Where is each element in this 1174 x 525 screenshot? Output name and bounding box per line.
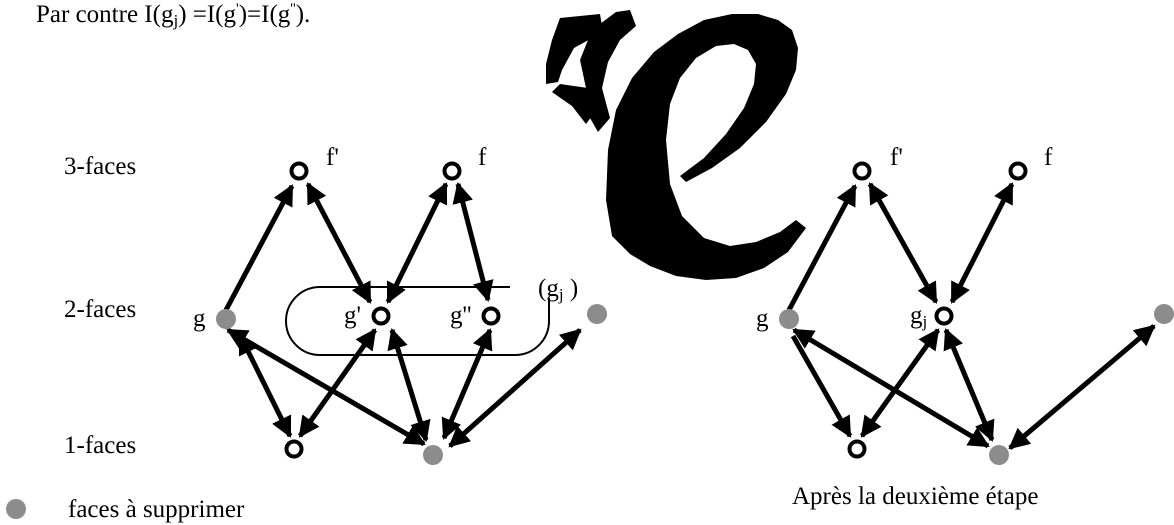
node-v1-right [850,442,865,457]
legend-gray-dot [6,499,26,519]
edge-f-gj-right [952,184,1012,302]
node-fprime-right [855,164,870,179]
edge-gprime-v2 [392,330,426,440]
edge-fprime-gj-right [870,184,936,302]
label-g-right: g [756,306,769,331]
label-gprime-left: g' [344,303,361,328]
edge-g-v1-right [793,336,850,436]
node-f-left [445,164,460,179]
right-graph [779,164,1174,466]
level-label-2-faces: 2-faces [64,297,136,322]
header-mid2: )=I(g [239,1,291,28]
label-f-right: f [1044,145,1052,170]
level-label-3-faces: 3-faces [64,154,136,179]
node-gdprime-left [484,309,499,324]
node-v1-left [287,442,302,457]
header-end: ). [296,1,311,28]
label-gj-left: (gj ) [538,276,578,303]
edge-gprime-v1 [300,330,375,436]
edge-f-gdprime [458,184,488,300]
level-label-1-faces: 1-faces [64,433,136,458]
node-gprime-left [374,309,389,324]
gj-grouping-outline [286,287,549,355]
edge-g-fprime [226,186,292,310]
label-f-left: f [478,145,486,170]
legend-label: faces à supprimer [68,497,244,522]
edge-g-fprime-right [789,186,855,310]
edge-g-v2 [228,330,424,444]
pixel-e-logo [546,10,806,280]
right-edges [789,184,1154,448]
header-mid: ) =I(g [178,1,236,28]
header-text: Par contre I(gj) =I(g')=I(g''). [36,2,310,29]
node-g-left [216,309,236,329]
node-f-right [1011,164,1026,179]
node-v2-right [989,445,1009,465]
node-v2-left [423,445,443,465]
node-rightgray-left [587,304,607,324]
label-gj-right-base: g [910,302,923,329]
node-fprime-left [292,164,307,179]
node-gj-right [937,309,952,324]
label-gj-open: (g [538,275,559,302]
label-gdprime-left: g'' [450,303,472,328]
label-gj-right-sub: j [923,312,928,331]
right-graph-caption: Après la deuxième étape [792,484,1038,509]
label-gj-close: ) [564,275,579,302]
edge-rightgray-v2 [450,330,580,446]
label-gj-right: gj [910,303,927,330]
label-fprime-right: f' [890,145,903,170]
left-edges [226,184,580,446]
edge-gj-v1-right [862,330,938,436]
edge-f-gprime [388,184,446,302]
label-g-left: g [193,306,206,331]
node-g-right [779,309,799,329]
edge-rightgray-v2-right [1010,326,1154,448]
node-rightgray-right [1154,304,1174,324]
left-graph [216,164,607,466]
header-prefix: Par contre I(g [36,1,173,28]
edge-gdprime-v2 [444,330,490,438]
label-fprime-left: f' [326,145,339,170]
edge-fprime-gprime [308,184,370,302]
